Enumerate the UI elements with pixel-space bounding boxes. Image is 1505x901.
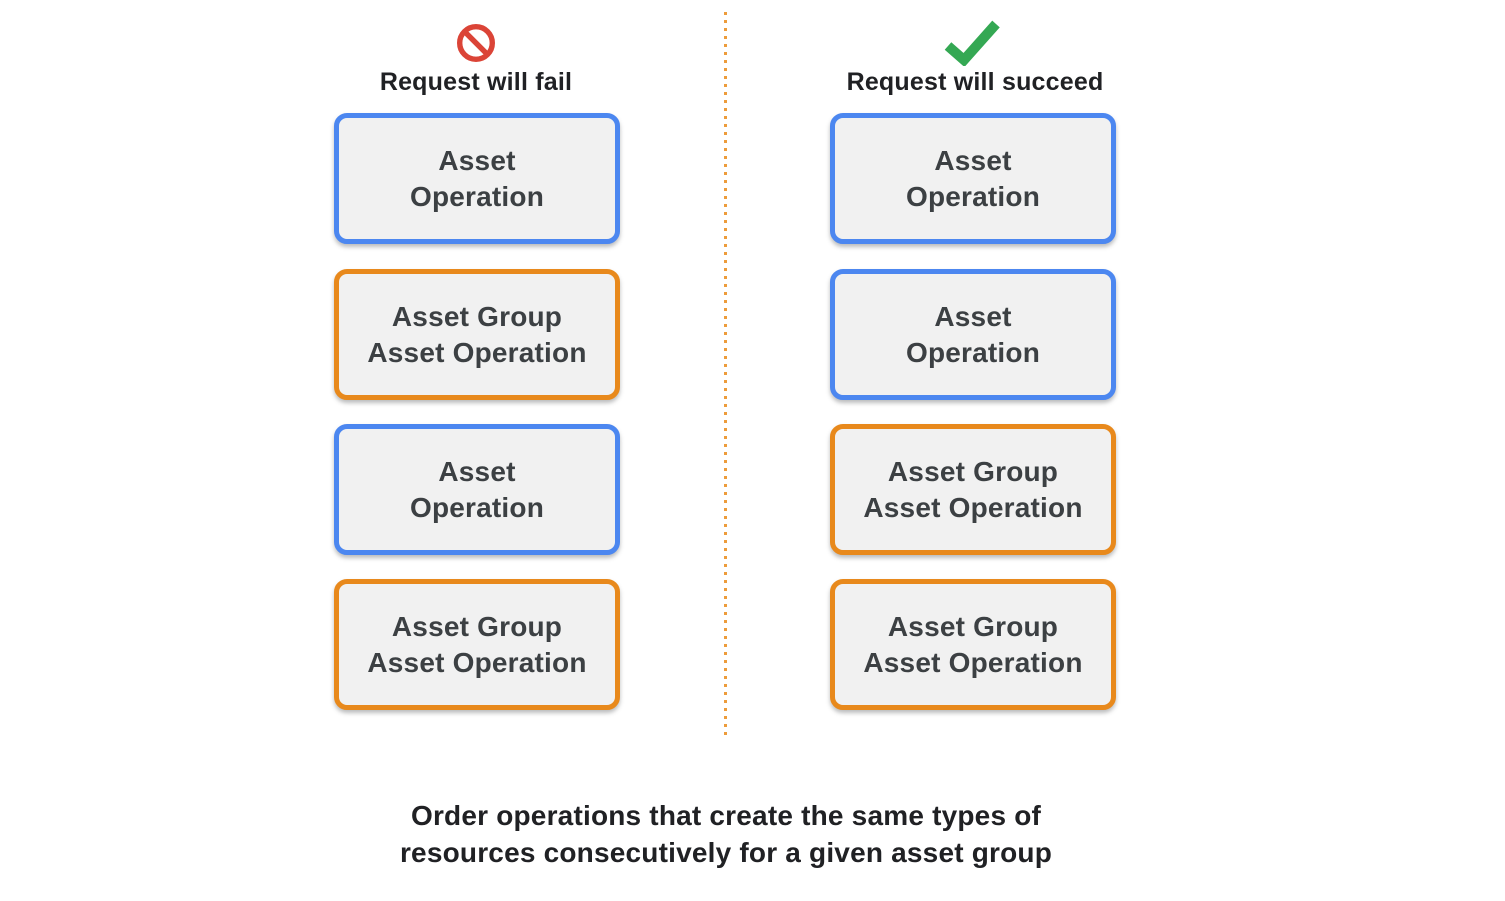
column-divider <box>724 12 727 738</box>
asset-group-asset-operation-box: Asset Group Asset Operation <box>334 579 620 710</box>
asset-operation-box: Asset Operation <box>334 424 620 555</box>
asset-group-asset-operation-box: Asset Group Asset Operation <box>334 269 620 400</box>
fail-column-title: Request will fail <box>379 68 573 96</box>
asset-group-asset-operation-box: Asset Group Asset Operation <box>830 579 1116 710</box>
asset-group-asset-operation-box: Asset Group Asset Operation <box>830 424 1116 555</box>
check-icon <box>942 19 1002 66</box>
succeed-column-title: Request will succeed <box>846 68 1104 96</box>
asset-operation-box: Asset Operation <box>334 113 620 244</box>
asset-operation-box: Asset Operation <box>830 113 1116 244</box>
prohibition-icon <box>456 23 496 63</box>
diagram-caption: Order operations that create the same ty… <box>399 800 1053 868</box>
asset-operation-box: Asset Operation <box>830 269 1116 400</box>
